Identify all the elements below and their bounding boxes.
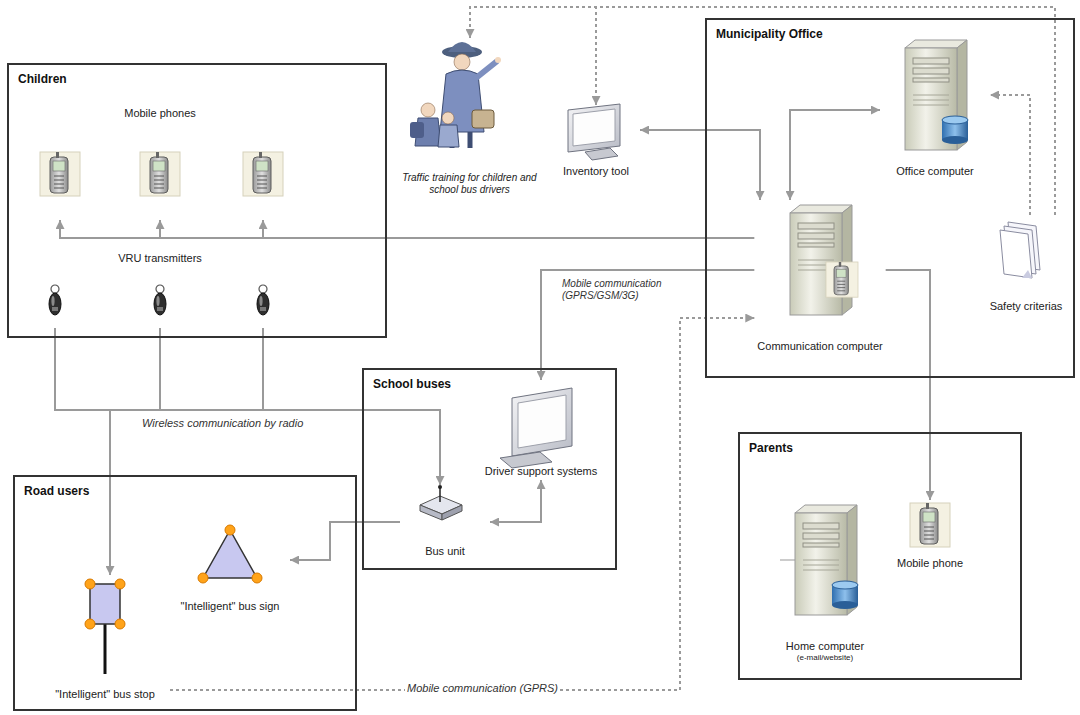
node-label: Driver support systems <box>485 465 597 478</box>
illustration-node: Traffic training for children and school… <box>392 38 548 198</box>
connector <box>60 220 754 238</box>
device-node: Driver support systems <box>472 380 610 480</box>
node-label: VRU transmitters <box>118 252 202 265</box>
group-title: Road users <box>24 484 89 498</box>
branch-wire <box>159 328 161 410</box>
group-box: Road users "Intelligent" bus stop "Intelli… <box>13 475 357 711</box>
node-label: Office computer <box>896 165 973 178</box>
connector <box>55 328 110 575</box>
node-label: Mobile phones <box>124 107 196 120</box>
group-title: Municipality Office <box>716 27 823 41</box>
node-label: Home computer <box>786 640 864 653</box>
device-group: VRU transmitters <box>30 250 290 328</box>
node-sublabel: (e-mail/website) <box>797 653 853 663</box>
connector <box>541 270 754 380</box>
dotted-connector <box>470 7 1055 215</box>
device-node: Communication computer <box>754 200 885 355</box>
node-label: Communication computer <box>757 340 882 353</box>
device-node: Office computer <box>880 35 990 180</box>
device-group: Mobile phones <box>30 105 290 220</box>
branch-wire <box>159 220 161 238</box>
connector <box>263 328 440 485</box>
node-label: Traffic training for children and school… <box>395 172 545 196</box>
connector-label: Wireless communication by radio <box>140 417 305 430</box>
connector <box>640 130 760 200</box>
connector <box>490 480 541 522</box>
group-box: School busesDriver support systemsBus un… <box>362 368 617 570</box>
dotted-connector <box>990 95 1030 215</box>
group-box: ParentsHome computer(e-mail/website) Mobi… <box>738 432 1022 680</box>
connector <box>790 110 880 200</box>
device-node: "Intelligent" bus sign <box>170 520 290 615</box>
group-title: School buses <box>373 377 451 391</box>
connector <box>290 522 400 560</box>
device-node: Bus unit <box>400 485 490 560</box>
node-label: "Intelligent" bus stop <box>55 688 155 701</box>
dotted-connector <box>170 318 754 690</box>
branch-wire <box>262 220 264 238</box>
connector-label: Mobile communication (GPRS/GSM/3G) <box>560 278 682 302</box>
node-label: Bus unit <box>425 545 465 558</box>
node-label: "Intelligent" bus sign <box>181 600 280 613</box>
device-node: Home computer(e-mail/website) <box>770 500 880 665</box>
group-box: ChildrenMobile phonesVRU transmitters <box>7 63 387 338</box>
connector <box>886 270 930 500</box>
node-label: Safety criterias <box>990 300 1063 313</box>
group-title: Children <box>18 72 67 86</box>
device-node: Mobile phone <box>885 500 975 572</box>
device-node: "Intelligent" bus stop <box>40 575 170 703</box>
dotted-connector <box>596 7 1055 215</box>
group-box: Municipality OfficeOffice computerCommun… <box>705 18 1075 378</box>
connector-label: Mobile communication (GPRS) <box>405 682 560 695</box>
device-node: Inventory tool <box>552 105 640 180</box>
node-label: Mobile phone <box>897 557 963 570</box>
node-label: Inventory tool <box>563 165 629 178</box>
group-title: Parents <box>749 441 793 455</box>
document-node: Safety criterias <box>980 215 1072 315</box>
